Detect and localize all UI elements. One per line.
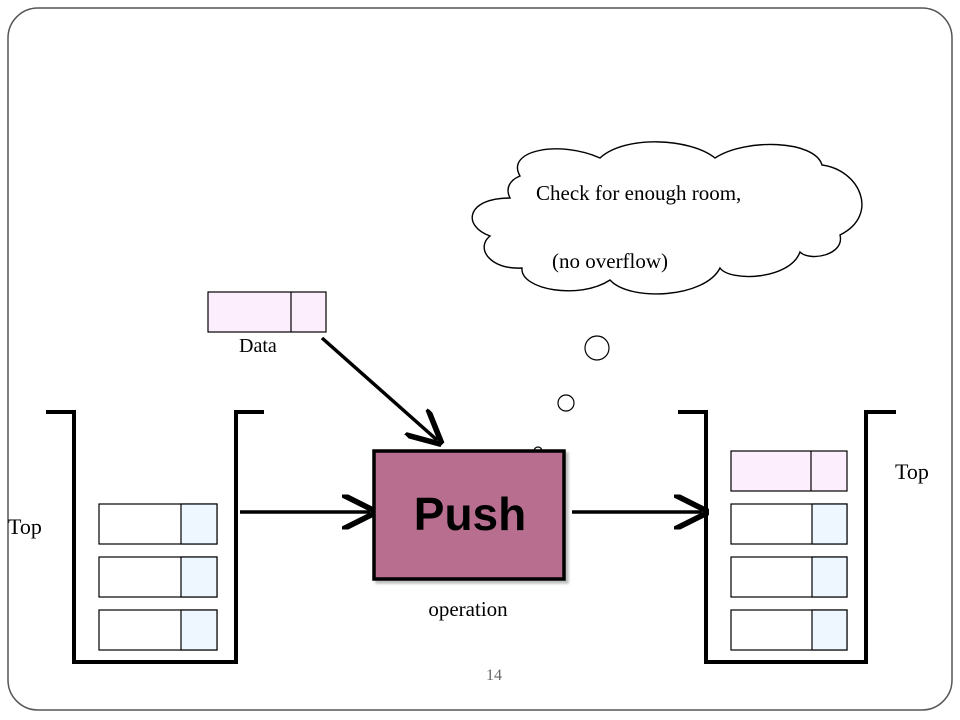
thought-cloud: Check for enough room, (no overflow) bbox=[471, 141, 863, 295]
thought-bubble-large bbox=[584, 335, 610, 361]
left-stack-top-label: Top bbox=[8, 514, 42, 539]
right-stack-item bbox=[730, 503, 848, 545]
right-stack-top-label: Top bbox=[895, 459, 929, 484]
page-number: 14 bbox=[486, 667, 502, 684]
right-stack-new-item bbox=[730, 450, 848, 492]
right-stack-item bbox=[730, 609, 848, 651]
left-stack-item bbox=[98, 609, 218, 651]
right-stack-item bbox=[730, 556, 848, 598]
left-stack-container bbox=[46, 410, 264, 664]
arrow-data-to-push bbox=[320, 336, 437, 440]
push-label: Push bbox=[414, 488, 526, 540]
push-operation-box bbox=[372, 449, 566, 581]
data-element bbox=[207, 291, 327, 333]
right-stack-container bbox=[678, 410, 896, 664]
left-stack-item bbox=[98, 556, 218, 598]
cloud-text-line2: (no overflow) bbox=[552, 249, 668, 273]
operation-caption: operation bbox=[428, 597, 508, 621]
left-stack-item bbox=[98, 503, 218, 545]
thought-bubble-medium bbox=[557, 394, 575, 412]
cloud-text-line1: Check for enough room, bbox=[536, 181, 741, 205]
data-label: Data bbox=[239, 335, 277, 357]
